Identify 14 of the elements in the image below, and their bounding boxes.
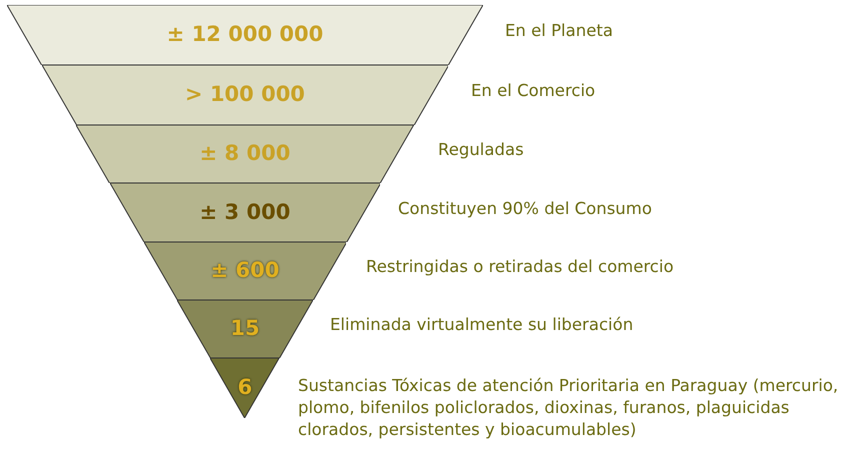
band-value: 6 — [236, 375, 254, 399]
band-value: ± 600 — [210, 258, 280, 282]
band-value: ± 8 000 — [198, 141, 292, 165]
band-description: Eliminada virtualmente su liberación — [330, 314, 634, 336]
band-value: 15 — [229, 316, 261, 340]
band-value: ± 3 000 — [198, 200, 292, 224]
band-value: > 100 000 — [184, 82, 306, 106]
band-description: Reguladas — [438, 139, 525, 161]
band-description: Restringidas o retiradas del comercio — [366, 256, 675, 278]
band-description: Constituyen 90% del Consumo — [398, 198, 653, 220]
band-description: Sustancias Tóxicas de atención Prioritaria en Paraguay (mercurio, plomo, bifenilos policlorados, dioxinas, furanos, plaguicidas clorados, persistentes y bioacumulables) — [298, 375, 840, 441]
band-description: En el Planeta — [505, 20, 614, 42]
band-description: En el Comercio — [471, 80, 596, 102]
band-value: ± 12 000 000 — [166, 22, 324, 46]
